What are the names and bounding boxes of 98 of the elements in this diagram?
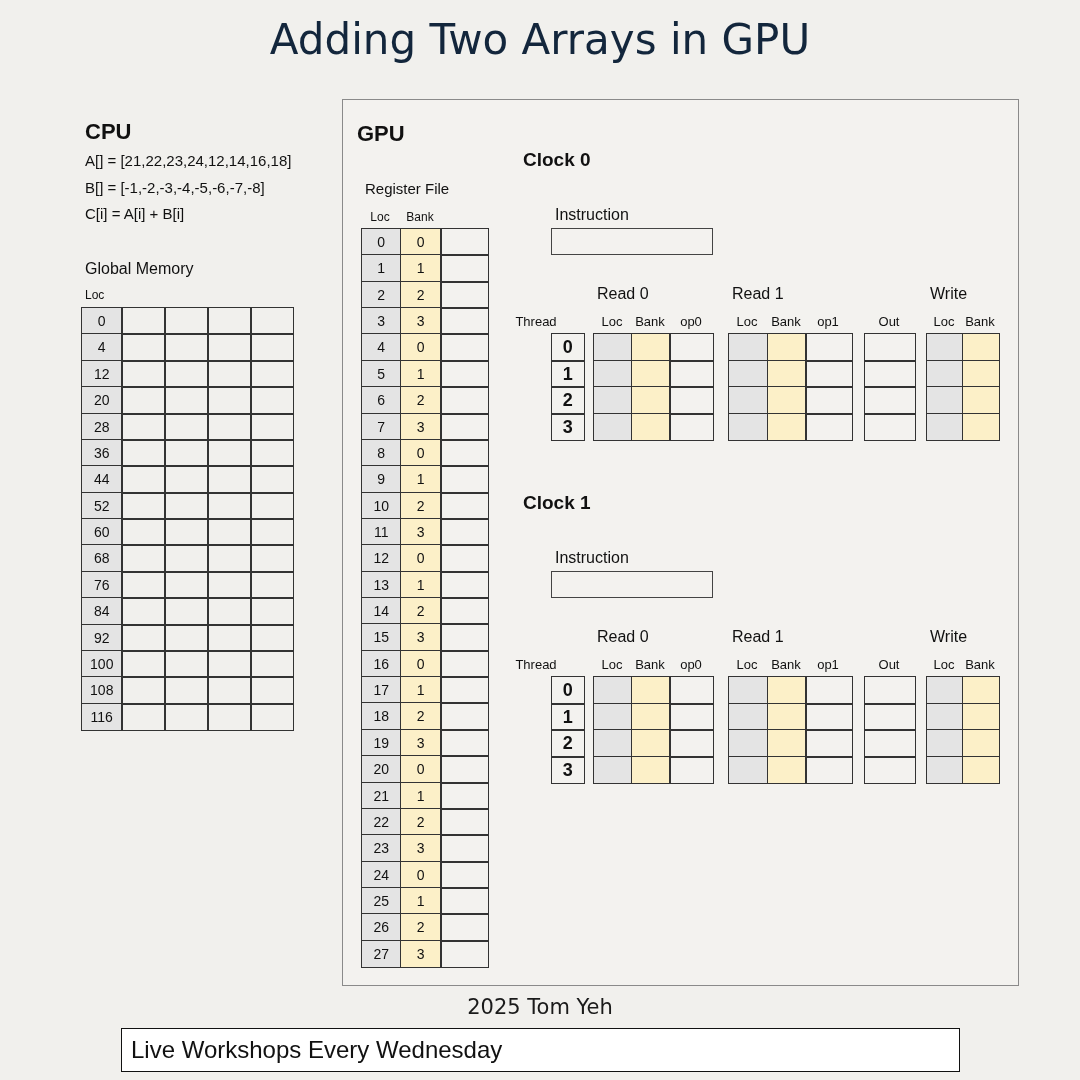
column-header: Loc <box>85 288 105 303</box>
column-header: Loc <box>736 314 758 331</box>
register-loc-cell: 14 <box>361 597 402 625</box>
register-loc-cell: 17 <box>361 676 402 704</box>
thread-cell: 2 <box>551 386 585 415</box>
register-loc-cell: 6 <box>361 386 402 415</box>
register-loc-cell: 10 <box>361 492 402 520</box>
column-header: op0 <box>680 314 702 331</box>
address-cell: 20 <box>81 386 123 415</box>
register-loc-cell: 18 <box>361 702 402 731</box>
register-loc-cell: 3 <box>361 307 402 335</box>
register-loc-cell: 5 <box>361 360 402 388</box>
column-header: Loc <box>601 314 623 331</box>
author-credit: 2025 Tom Yeh <box>467 994 613 1021</box>
column-header: Loc <box>933 657 955 674</box>
register-bank-cell: 2 <box>400 386 442 415</box>
table-title: Global Memory <box>85 259 194 279</box>
column-header: Bank <box>635 314 665 331</box>
register-loc-cell: 19 <box>361 729 402 757</box>
address-cell: 84 <box>81 597 123 626</box>
register-loc-cell: 24 <box>361 861 402 889</box>
register-loc-cell: 0 <box>361 228 402 256</box>
column-header: Loc <box>736 657 758 674</box>
panel-heading: GPU <box>357 120 405 148</box>
register-bank-cell: 1 <box>400 254 442 283</box>
register-loc-cell: 1 <box>361 254 402 283</box>
register-loc-cell: 2 <box>361 281 402 309</box>
table-title: Register File <box>365 180 450 199</box>
section-heading: Clock 0 <box>523 148 591 172</box>
register-loc-cell: 20 <box>361 755 402 784</box>
stage-heading: Read 0 <box>597 284 649 304</box>
thread-cell: 3 <box>551 756 585 784</box>
column-header: op0 <box>680 657 702 674</box>
thread-cell: 3 <box>551 413 585 441</box>
register-loc-cell: 9 <box>361 465 402 494</box>
register-loc-cell: 4 <box>361 333 402 362</box>
register-loc-cell: 22 <box>361 808 402 836</box>
register-loc-cell: 7 <box>361 413 402 441</box>
column-header: Bank <box>771 657 801 674</box>
column-header: Bank <box>965 657 995 674</box>
column-header: Loc <box>370 210 390 225</box>
register-loc-cell: 21 <box>361 782 402 810</box>
column-header: Loc <box>601 657 623 674</box>
register-loc-cell: 13 <box>361 571 402 599</box>
register-loc-cell: 15 <box>361 623 402 652</box>
register-loc-cell: 8 <box>361 439 402 467</box>
stage-heading: Read 0 <box>597 627 649 647</box>
register-bank-cell: 0 <box>400 755 442 784</box>
register-bank-cell: 0 <box>400 333 442 362</box>
register-bank-cell: 2 <box>400 702 442 731</box>
title: Adding Two Arrays in GPU <box>269 14 811 66</box>
column-header: Out <box>878 657 900 674</box>
column-header: op1 <box>817 314 839 331</box>
banner-text: Live Workshops Every Wednesday <box>131 1035 503 1065</box>
register-bank-cell: 2 <box>400 913 442 942</box>
section-heading: CPU <box>85 118 132 146</box>
section-heading: Clock 1 <box>523 491 591 515</box>
register-bank-cell: 0 <box>400 544 442 573</box>
register-bank-cell: 3 <box>400 940 442 968</box>
address-cell: 44 <box>81 465 123 494</box>
field-label: Instruction <box>555 548 629 568</box>
address-cell: 4 <box>81 333 123 362</box>
formula: C[i] = A[i] + B[i] <box>85 205 185 224</box>
register-bank-cell: 3 <box>400 834 442 863</box>
column-header: Bank <box>965 314 995 331</box>
field-label: Instruction <box>555 205 629 225</box>
thread-cell: 2 <box>551 729 585 758</box>
stage-heading: Write <box>930 627 968 647</box>
register-loc-cell: 23 <box>361 834 402 863</box>
stage-heading: Read 1 <box>732 284 784 304</box>
column-header: Out <box>878 314 900 331</box>
thread-cell: 1 <box>551 360 585 388</box>
address-cell: 116 <box>81 703 123 731</box>
array-definition: B[] = [-1,-2,-3,-4,-5,-6,-7,-8] <box>85 179 265 198</box>
thread-cell: 1 <box>551 703 585 731</box>
register-bank-cell: 3 <box>400 623 442 652</box>
register-loc-cell: 25 <box>361 887 402 915</box>
array-definition: A[] = [21,22,23,24,12,14,16,18] <box>85 152 292 171</box>
column-header: Bank <box>635 657 665 674</box>
stage-heading: Write <box>930 284 968 304</box>
register-loc-cell: 11 <box>361 518 402 546</box>
register-loc-cell: 26 <box>361 913 402 942</box>
column-header: op1 <box>817 657 839 674</box>
column-header: Bank <box>771 314 801 331</box>
column-header: Bank <box>406 210 434 225</box>
register-bank-cell: 1 <box>400 465 442 494</box>
stage-heading: Read 1 <box>732 627 784 647</box>
banner-box <box>121 1028 960 1072</box>
thread-cell: 0 <box>551 333 585 362</box>
column-header: Thread <box>515 314 557 331</box>
thread-cell: 0 <box>551 676 585 705</box>
column-header: Thread <box>515 657 557 674</box>
column-header: Loc <box>933 314 955 331</box>
register-loc-cell: 27 <box>361 940 402 968</box>
address-cell: 108 <box>81 676 123 705</box>
register-loc-cell: 16 <box>361 650 402 678</box>
register-loc-cell: 12 <box>361 544 402 573</box>
address-cell: 68 <box>81 544 123 573</box>
